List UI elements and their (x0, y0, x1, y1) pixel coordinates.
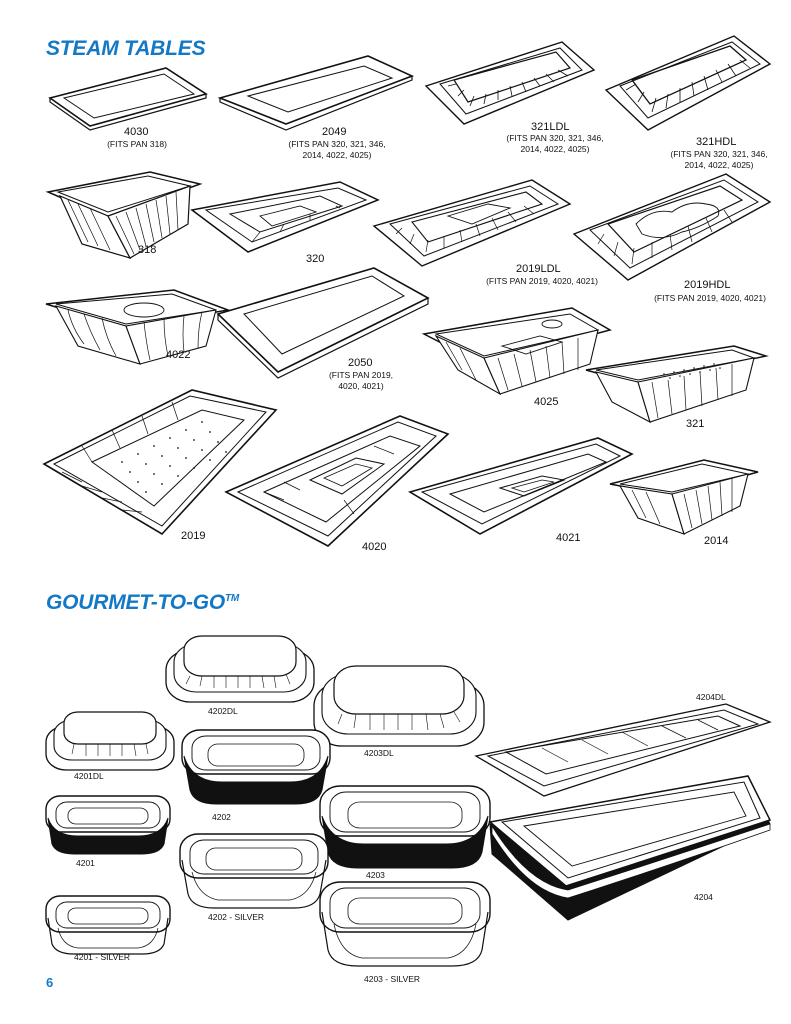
product-4202 (180, 726, 332, 808)
code-4020: 4020 (362, 541, 387, 553)
dome-lid-2019HDL-drawing (572, 173, 772, 281)
note-2049: (FITS PAN 320, 321, 346, 2014, 4022, 402… (288, 139, 386, 160)
code-320: 320 (306, 253, 325, 265)
pan-318-drawing (45, 171, 203, 259)
product-4204DL (472, 702, 772, 798)
code-321HDL: 321HDL (696, 136, 737, 148)
product-320 (190, 180, 380, 258)
dome-lid-321LDL-drawing (424, 41, 596, 125)
product-2049 (217, 54, 415, 134)
container-4202-silver-drawing (179, 833, 329, 909)
product-321HDL (604, 34, 772, 134)
pan-2014-drawing (609, 459, 759, 535)
code-4021: 4021 (556, 532, 581, 544)
note-321LDL: (FITS PAN 320, 321, 346, 2014, 4022, 402… (506, 133, 604, 154)
container-4203-silver-drawing (319, 881, 491, 967)
code-4022: 4022 (166, 349, 191, 361)
code-2019LDL: 2019LDL (516, 263, 561, 275)
product-4030 (48, 66, 208, 136)
pan-4022-drawing (45, 289, 231, 365)
dome-lid-4202DL-drawing (165, 635, 315, 703)
code-4030: 4030 (124, 126, 149, 138)
note-321HDL: (FITS PAN 320, 321, 346, 2014, 4022, 402… (670, 149, 768, 170)
code-2019HDL: 2019HDL (684, 279, 731, 291)
dome-lid-4204DL-drawing (474, 703, 772, 797)
pan-2019-drawing (42, 389, 278, 536)
pan-4020-drawing (224, 415, 450, 547)
product-2019LDL (372, 178, 572, 270)
product-321 (584, 344, 769, 426)
dome-lid-4203DL-drawing (313, 665, 485, 747)
code-2019: 2019 (181, 530, 206, 542)
product-4203DL (312, 662, 486, 752)
note-2019LDL: (FITS PAN 2019, 4020, 4021) (486, 276, 598, 286)
trademark-mark: TM (225, 593, 240, 604)
pan-321-drawing (585, 345, 769, 424)
product-4022 (44, 288, 231, 368)
note-2019HDL: (FITS PAN 2019, 4020, 4021) (654, 293, 766, 303)
product-2019 (42, 388, 278, 540)
code-2014: 2014 (704, 535, 729, 547)
container-4202-drawing (181, 729, 331, 805)
code-2050: 2050 (348, 357, 373, 369)
container-4201-silver-drawing (45, 895, 171, 955)
page-number: 6 (46, 975, 54, 990)
code-318: 318 (138, 244, 157, 256)
product-2014 (608, 458, 760, 538)
pan-320-drawing (190, 181, 380, 253)
note-2050: (FITS PAN 2019, 4020, 4021) (328, 370, 394, 391)
product-4020 (224, 414, 450, 552)
product-4201 (44, 792, 172, 858)
steam-tables-heading: STEAM TABLES (46, 37, 206, 60)
pan-4025-drawing (421, 307, 612, 396)
gourmet-to-go-heading: GOURMET-TO-GOTM (46, 591, 239, 615)
lid-4030-drawing (48, 67, 208, 131)
code-4201-silver: 4201 - SILVER (74, 952, 131, 962)
product-4203-silver (318, 878, 492, 972)
product-4201DL (44, 710, 176, 774)
product-321LDL (424, 40, 596, 130)
pan-4021-drawing (408, 437, 634, 535)
product-2050 (216, 266, 430, 384)
product-4025 (421, 306, 612, 400)
product-4021 (408, 436, 634, 540)
code-321LDL: 321LDL (531, 121, 570, 133)
container-4203-drawing (319, 785, 491, 869)
code-2049: 2049 (322, 126, 347, 138)
dome-lid-4201DL-drawing (45, 711, 175, 771)
product-4204 (488, 774, 772, 924)
code-321: 321 (686, 418, 705, 430)
code-4202DL: 4202DL (208, 706, 238, 716)
code-4204: 4204 (694, 892, 713, 902)
product-318 (45, 170, 203, 264)
code-4201DL: 4201DL (74, 771, 104, 781)
gourmet-heading-text: GOURMET-TO-GO (46, 591, 226, 614)
note-4030: (FITS PAN 318) (107, 139, 167, 149)
product-2019HDL (572, 172, 772, 284)
pan-4204-drawing (488, 775, 772, 921)
product-4202DL (164, 632, 316, 708)
product-4202-silver (178, 830, 330, 912)
product-4203 (318, 782, 492, 872)
container-4201-drawing (45, 795, 171, 855)
code-4203DL: 4203DL (364, 748, 394, 758)
dome-lid-321HDL-drawing (604, 35, 772, 131)
code-4202: 4202 (212, 812, 231, 822)
code-4203-silver: 4203 - SILVER (364, 974, 421, 984)
lid-2050-drawing (216, 267, 430, 379)
dome-lid-2019LDL-drawing (372, 179, 572, 267)
code-4202-silver: 4202 - SILVER (208, 912, 265, 922)
code-4201: 4201 (76, 858, 95, 868)
code-4203: 4203 (366, 870, 385, 880)
code-4204DL: 4204DL (696, 692, 726, 702)
lid-2049-drawing (217, 55, 415, 131)
code-4025: 4025 (534, 396, 559, 408)
product-4201-silver (44, 892, 172, 958)
